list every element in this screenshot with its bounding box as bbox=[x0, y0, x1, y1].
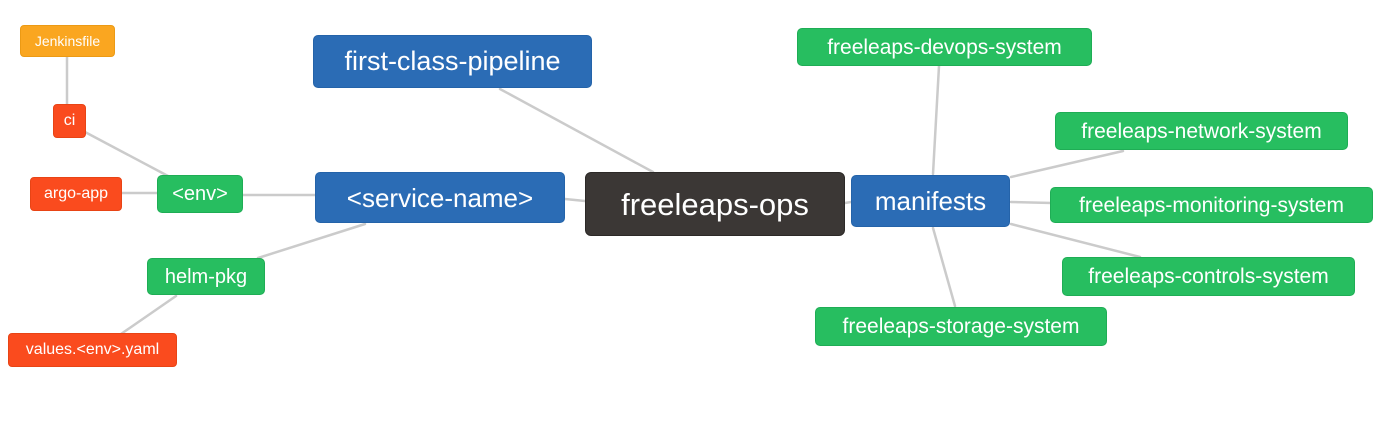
edge-service-name-root bbox=[563, 197, 587, 203]
edge-manifests-network bbox=[1009, 149, 1125, 179]
node-ci[interactable]: ci bbox=[53, 104, 86, 138]
edge-root-manifests bbox=[843, 200, 853, 205]
node-devops-system[interactable]: freeleaps-devops-system bbox=[797, 28, 1092, 66]
node-controls-system[interactable]: freeleaps-controls-system bbox=[1062, 257, 1355, 296]
node-helm-pkg[interactable]: helm-pkg bbox=[147, 258, 265, 295]
node-storage-system[interactable]: freeleaps-storage-system bbox=[815, 307, 1107, 346]
node-values-env-yaml[interactable]: values.<env>.yaml bbox=[8, 333, 177, 367]
node-argo-app[interactable]: argo-app bbox=[30, 177, 122, 211]
edge-manifests-monitoring bbox=[1009, 200, 1054, 205]
edge-manifests-devops bbox=[931, 64, 941, 176]
node-env[interactable]: <env> bbox=[157, 175, 243, 213]
edge-pipeline-root bbox=[498, 87, 655, 174]
edge-values-helm-pkg bbox=[119, 294, 178, 336]
node-monitoring-system[interactable]: freeleaps-monitoring-system bbox=[1050, 187, 1373, 223]
edge-manifests-controls bbox=[1009, 222, 1142, 259]
node-freeleaps-ops-root[interactable]: freeleaps-ops bbox=[585, 172, 845, 236]
node-service-name[interactable]: <service-name> bbox=[315, 172, 565, 223]
edge-ci-env bbox=[83, 130, 170, 178]
edge-helm-pkg-service-name bbox=[256, 222, 367, 260]
node-jenkinsfile[interactable]: Jenkinsfile bbox=[20, 25, 115, 57]
node-network-system[interactable]: freeleaps-network-system bbox=[1055, 112, 1348, 150]
node-first-class-pipeline[interactable]: first-class-pipeline bbox=[313, 35, 592, 88]
node-manifests[interactable]: manifests bbox=[851, 175, 1010, 227]
edge-manifests-storage bbox=[931, 226, 957, 308]
